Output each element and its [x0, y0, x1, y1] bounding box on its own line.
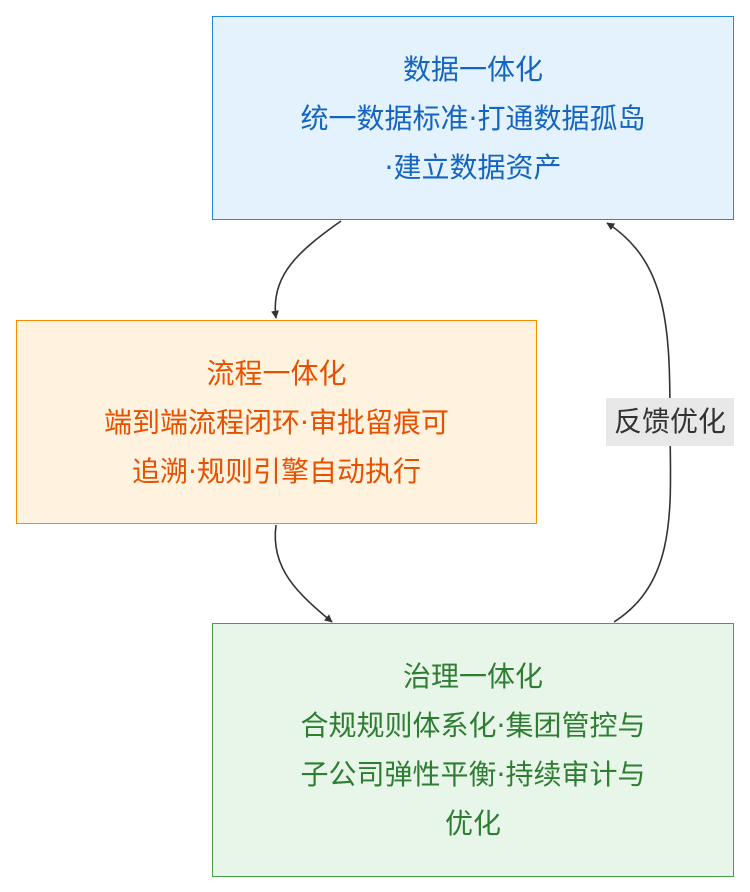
node-data-line-1: 统一数据标准·打通数据孤岛 [300, 101, 646, 135]
node-data-line-2: ·建立数据资产 [384, 150, 562, 184]
edge-data-to-process [271, 220, 342, 319]
node-governance-line-1: 合规规则体系化·集团管控与 [300, 709, 646, 742]
node-governance-title: 治理一体化 [402, 660, 543, 693]
node-data-integration: 数据一体化 统一数据标准·打通数据孤岛 ·建立数据资产 [212, 16, 734, 220]
node-process-integration: 流程一体化 端到端流程闭环·审批留痕可 追溯·规则引擎自动执行 [16, 320, 537, 524]
node-governance-line-3: 优化 [444, 807, 501, 840]
node-governance-integration: 治理一体化 合规规则体系化·集团管控与 子公司弹性平衡·持续审计与 优化 [212, 623, 734, 877]
node-process-line-1: 端到端流程闭环·审批留痕可 [104, 405, 449, 439]
edge-label-feedback: 反馈优化 [606, 398, 734, 446]
node-data-title: 数据一体化 [402, 52, 543, 86]
node-process-title: 流程一体化 [206, 356, 347, 390]
edge-process-to-governance [274, 524, 333, 623]
node-governance-line-2: 子公司弹性平衡·持续审计与 [300, 758, 646, 791]
node-process-line-2: 追溯·规则引擎自动执行 [132, 454, 421, 488]
